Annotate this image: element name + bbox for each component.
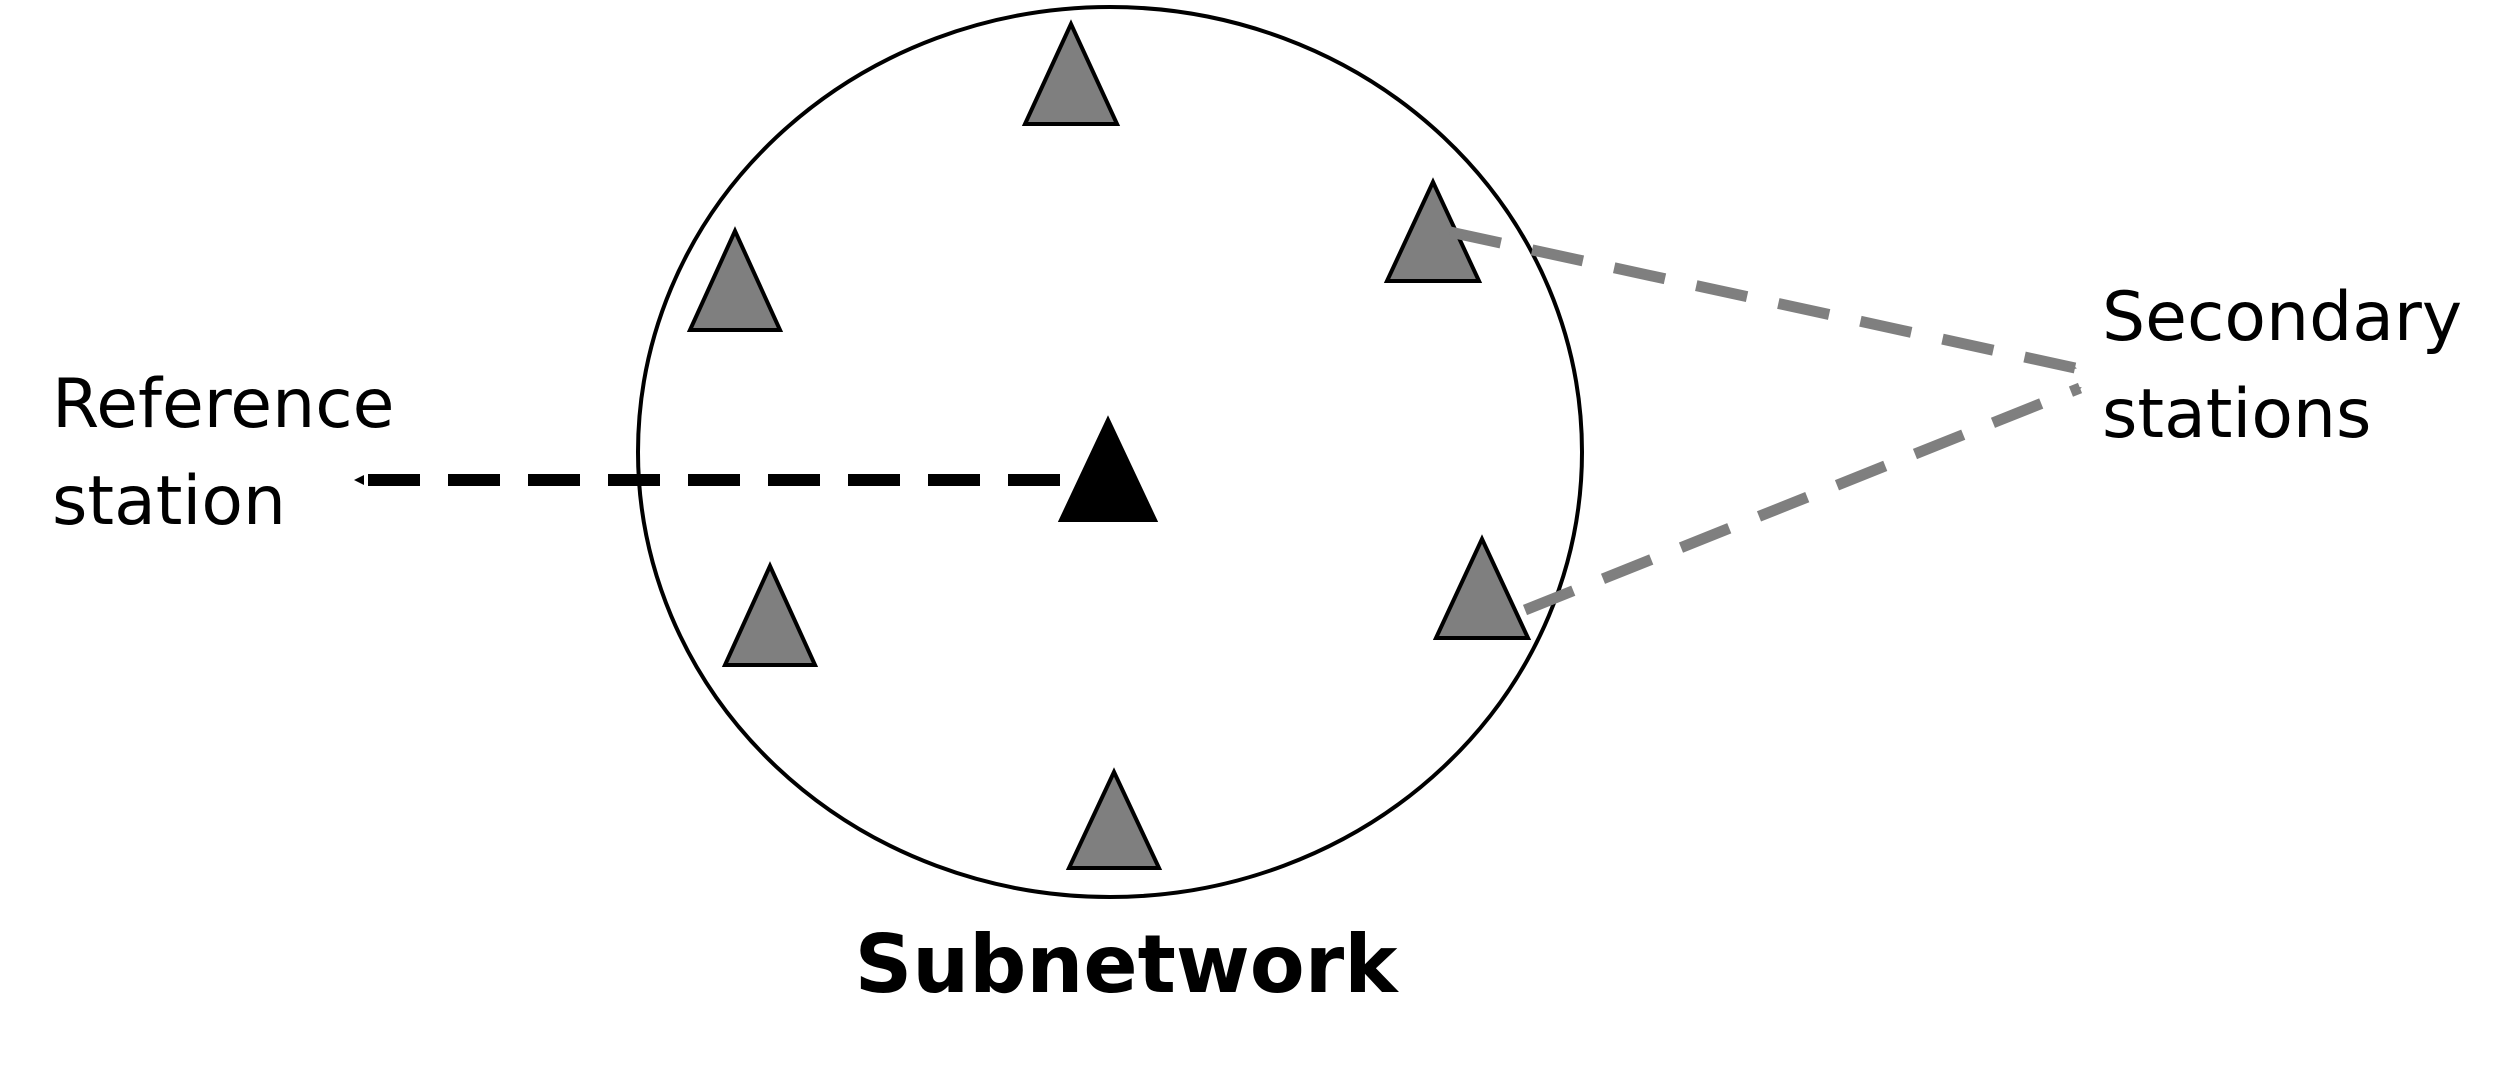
reference-label-line1: Reference	[52, 365, 394, 444]
secondary-arrow-lower	[1522, 382, 2083, 616]
secondary-station-top	[1021, 19, 1121, 126]
subnetwork-boundary	[636, 5, 1584, 899]
secondary-station-lower-left	[721, 561, 819, 667]
reference-label-line2: station	[52, 462, 286, 541]
reference-station	[1057, 415, 1159, 522]
secondary-station-lower-right	[1432, 534, 1532, 640]
subnetwork-label: Subnetwork	[855, 918, 1400, 1011]
secondary-station-bottom	[1065, 767, 1163, 870]
secondary-label-line2: stations	[2102, 375, 2371, 454]
secondary-arrow-upper	[1448, 226, 2077, 374]
secondary-station-upper-left	[686, 226, 784, 332]
secondary-label-line1: Secondary	[2102, 278, 2462, 357]
